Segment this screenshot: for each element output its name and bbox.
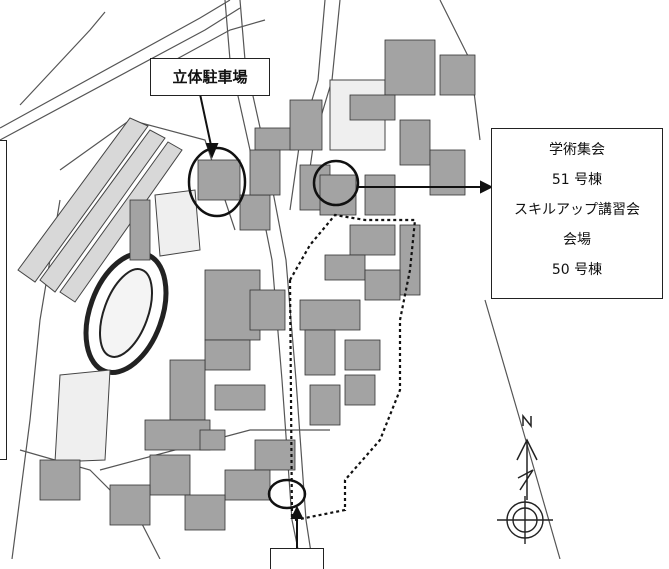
highlight-circles bbox=[187, 146, 360, 510]
left-callout-box-edge bbox=[0, 140, 7, 460]
callout-arrows bbox=[199, 93, 494, 548]
parking-rows bbox=[17, 117, 183, 303]
venue-line-5: 50 号棟 bbox=[551, 262, 603, 278]
venue-line-4: 会場 bbox=[563, 232, 591, 248]
venue-line-2: 51 号棟 bbox=[551, 172, 603, 188]
entrance-highlight-circle bbox=[267, 478, 307, 510]
venue-line-3: スキルアップ講習会 bbox=[514, 202, 640, 218]
campus-buildings bbox=[39, 39, 476, 531]
compass-rose-icon bbox=[497, 496, 553, 544]
parking-structure-callout: 立体駐車場 bbox=[150, 58, 270, 96]
parking-highlight-circle bbox=[187, 146, 247, 218]
venue-callout: 学術集会 51 号棟 スキルアップ講習会 会場 50 号棟 bbox=[491, 128, 663, 299]
venue-line-1: 学術集会 bbox=[549, 142, 605, 158]
venue-highlight-circle bbox=[312, 159, 360, 207]
north-arrow-icon bbox=[516, 413, 538, 500]
